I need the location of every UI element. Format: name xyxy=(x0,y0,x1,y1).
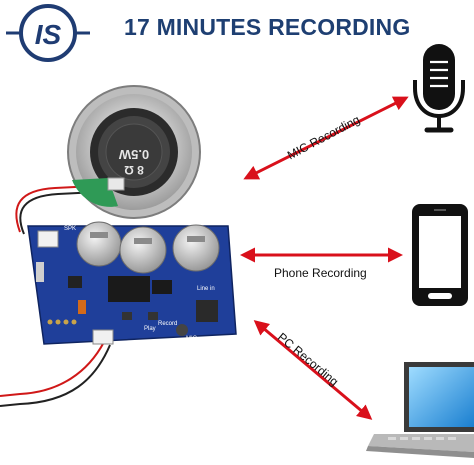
silk-spk: SPK xyxy=(64,226,76,232)
silk-line-in: Line in xyxy=(197,286,215,292)
phone-recording-label: Phone Recording xyxy=(274,266,367,280)
silk-record: Record xyxy=(158,321,177,327)
silk-play: Play xyxy=(144,326,156,332)
speaker-impedance: 8 Ω xyxy=(124,163,144,177)
microphone-icon xyxy=(413,44,465,133)
speaker-rating: 0.5W xyxy=(118,147,149,162)
pc-recording-arrow xyxy=(253,320,373,420)
logo-icon: IS xyxy=(6,4,90,62)
circuit-board-icon: SPK Play Record Line in MIC xyxy=(27,221,237,345)
laptop-icon xyxy=(366,362,474,458)
silk-mic: MIC xyxy=(186,336,198,342)
speaker-icon: 0.5W 8 Ω xyxy=(67,85,201,219)
page-title: 17 MINUTES RECORDING xyxy=(124,14,411,40)
wires xyxy=(0,185,111,407)
logo-text: IS xyxy=(35,19,62,50)
smartphone-icon xyxy=(412,204,468,306)
mic-recording-arrow xyxy=(243,96,409,180)
